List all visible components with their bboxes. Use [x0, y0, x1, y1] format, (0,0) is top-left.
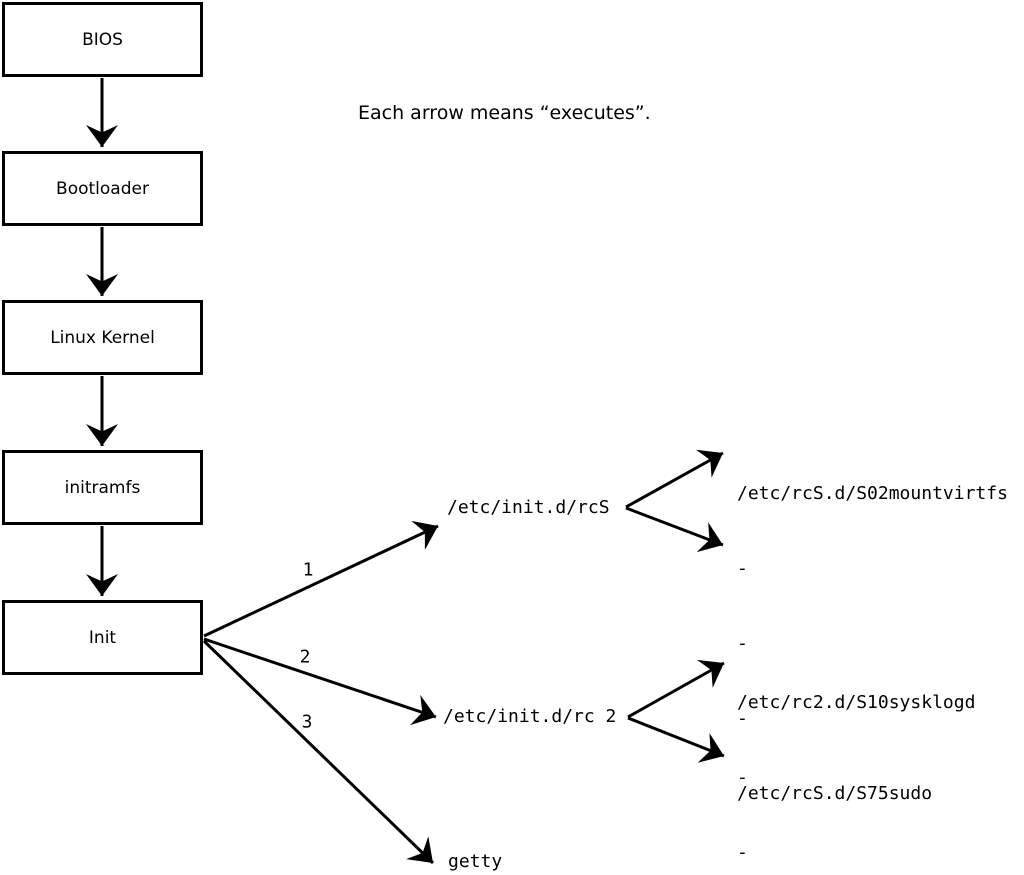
node-init: Init: [2, 600, 203, 675]
ellipsis-dash: -: [737, 767, 748, 788]
branch-number-1: 1: [302, 559, 314, 581]
ellipsis-dash: -: [737, 708, 748, 729]
arrow-rc2-to-S99gdm: [627, 716, 725, 763]
node-bootloader: Bootloader: [2, 151, 203, 226]
arrow-init-to-rcS: [203, 520, 439, 638]
rc2-script-list: /etc/rc2.d/S10sysklogd - - - /etc/rc2.d/…: [737, 640, 975, 875]
branch-number-2: 2: [299, 646, 311, 668]
script-item: /etc/rc2.d/S10sysklogd: [737, 692, 976, 713]
arrow-init-to-rc2: [203, 637, 437, 726]
node-bios: BIOS: [2, 2, 203, 77]
rcS-script-list: /etc/rcS.d/S02mountvirtfs - - - /etc/rcS…: [737, 431, 1008, 856]
arrow-rcS-to-S75sudo: [625, 506, 724, 553]
script-item: /etc/rcS.d/S75sudo: [737, 783, 933, 804]
script-item: /etc/rcS.d/S02mountvirtfs: [737, 483, 1008, 504]
branch-number-3: 3: [301, 711, 313, 733]
arrow-rcS-to-S02mountvirtfs: [625, 449, 724, 509]
note-text: Each arrow means “executes”.: [358, 102, 651, 124]
ellipsis-dash: -: [737, 842, 748, 863]
node-etc-init-d-rcS: /etc/init.d/rcS: [447, 497, 610, 518]
arrow-init-to-getty: [202, 639, 435, 865]
ellipsis-dash: -: [737, 558, 748, 579]
node-etc-init-d-rc2: /etc/init.d/rc 2: [443, 706, 617, 727]
ellipsis-dash: -: [737, 633, 748, 654]
node-getty: getty: [448, 851, 503, 872]
node-initramfs: initramfs: [2, 450, 203, 525]
arrow-rc2-to-S10sysklogd: [627, 659, 725, 719]
node-linux-kernel: Linux Kernel: [2, 300, 203, 375]
